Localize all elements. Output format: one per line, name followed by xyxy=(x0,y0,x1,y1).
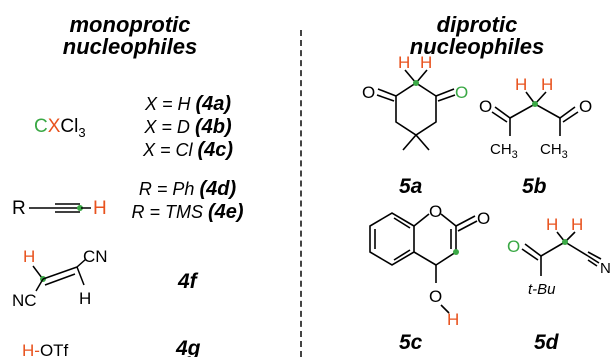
5b-o-left: O xyxy=(479,97,492,116)
5c-o-carbonyl: O xyxy=(477,209,490,228)
condition-4c: X = Cl (4c) xyxy=(142,139,234,161)
cxcl3-formula: CXCl3 xyxy=(34,117,86,142)
acryl-h-bottom: H xyxy=(79,289,91,308)
label-4f: 4f xyxy=(178,270,197,293)
5d-o: O xyxy=(507,237,520,256)
acryl-h-top: H xyxy=(23,247,35,266)
5b-ch3-left: CH3 xyxy=(490,141,518,161)
heading-monoprotic: monoprotic nucleophiles xyxy=(55,14,205,58)
5a-o-left: O xyxy=(362,83,375,102)
5c-green-dot xyxy=(453,249,459,255)
condition-4e: R = TMS (4e) xyxy=(131,201,244,223)
5d-n: N xyxy=(600,260,611,277)
structure-5b xyxy=(491,91,579,136)
label-5c: 5c xyxy=(399,331,423,354)
heading-monoprotic-line1: monoprotic xyxy=(69,12,191,37)
cxcl3-x: X xyxy=(47,116,61,137)
5b-green-dot xyxy=(532,101,538,107)
label-5a: 5a xyxy=(399,175,423,198)
5b-ch3-right: CH3 xyxy=(540,141,568,161)
5a-h1: H xyxy=(398,53,410,72)
section-divider xyxy=(300,30,302,357)
conditions-x-list: X = H (4a) X = D (4b) X = Cl (4c) xyxy=(118,93,258,162)
hotf-dash: - xyxy=(34,341,40,357)
heading-monoprotic-line2: nucleophiles xyxy=(62,34,198,59)
5d-h1: H xyxy=(546,215,558,234)
hotf-formula: H-OTf xyxy=(22,341,68,357)
label-5d: 5d xyxy=(534,331,559,354)
alkyne-green-dot xyxy=(77,205,83,211)
acryl-cn: CN xyxy=(83,247,108,266)
heading-diprotic: diprotic nucleophiles xyxy=(402,14,552,58)
5b-h2: H xyxy=(541,75,553,94)
label-4g: 4g xyxy=(176,337,201,357)
heading-diprotic-line1: diprotic xyxy=(436,12,518,37)
5d-tbu: t-Bu xyxy=(528,281,556,298)
label-5b: 5b xyxy=(522,175,547,198)
heading-diprotic-line2: nucleophiles xyxy=(409,34,545,59)
structure-5d xyxy=(521,231,602,276)
cxcl3-cl: Cl xyxy=(60,116,79,137)
alkyne-h: H xyxy=(93,198,107,219)
condition-4b: X = D (4b) xyxy=(144,116,232,138)
conditions-r-list: R = Ph (4d) R = TMS (4e) xyxy=(120,178,255,224)
5a-o-right: O xyxy=(455,83,468,102)
5b-o-right: O xyxy=(579,97,592,116)
5c-o-ring: O xyxy=(429,202,442,221)
5d-h2: H xyxy=(571,215,583,234)
cxcl3-c: C xyxy=(34,116,48,137)
structure-5c xyxy=(369,212,478,314)
acryl-nc: NC xyxy=(12,291,37,310)
5a-green-dot xyxy=(413,80,419,86)
5a-h2: H xyxy=(420,53,432,72)
5c-o-hydroxyl: O xyxy=(429,287,442,306)
5c-h: H xyxy=(447,310,459,329)
alkyne-r: R xyxy=(12,198,26,219)
condition-4d: R = Ph (4d) xyxy=(138,178,237,200)
cxcl3-subscript: 3 xyxy=(78,124,86,140)
condition-4a: X = H (4a) xyxy=(144,93,232,115)
hotf-otf: OTf xyxy=(39,341,69,357)
5d-green-dot xyxy=(562,239,568,245)
5b-h1: H xyxy=(515,75,527,94)
hotf-h: H xyxy=(22,341,35,357)
acrylonitrile-structure: H CN NC H xyxy=(12,247,108,310)
alkyne-structure: R H xyxy=(12,198,107,219)
